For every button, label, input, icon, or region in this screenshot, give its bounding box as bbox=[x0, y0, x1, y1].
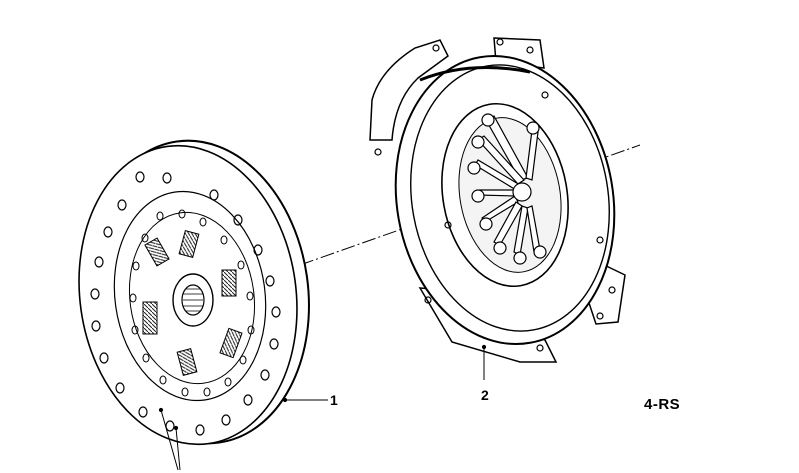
damper-springs bbox=[142, 229, 243, 377]
pressure-plate bbox=[369, 37, 626, 363]
callout-part-2: 2 bbox=[481, 387, 489, 403]
diagram-reference-code: 4-RS bbox=[644, 396, 681, 413]
diaphragm-fingers bbox=[467, 113, 547, 265]
callout-part-1: 1 bbox=[330, 392, 338, 408]
disc-inner-rivets bbox=[129, 209, 255, 397]
cover-bolt-holes bbox=[374, 38, 616, 352]
clutch-disc bbox=[78, 139, 310, 446]
leader-lines bbox=[158, 344, 487, 471]
disc-outer-rivets bbox=[90, 171, 281, 436]
